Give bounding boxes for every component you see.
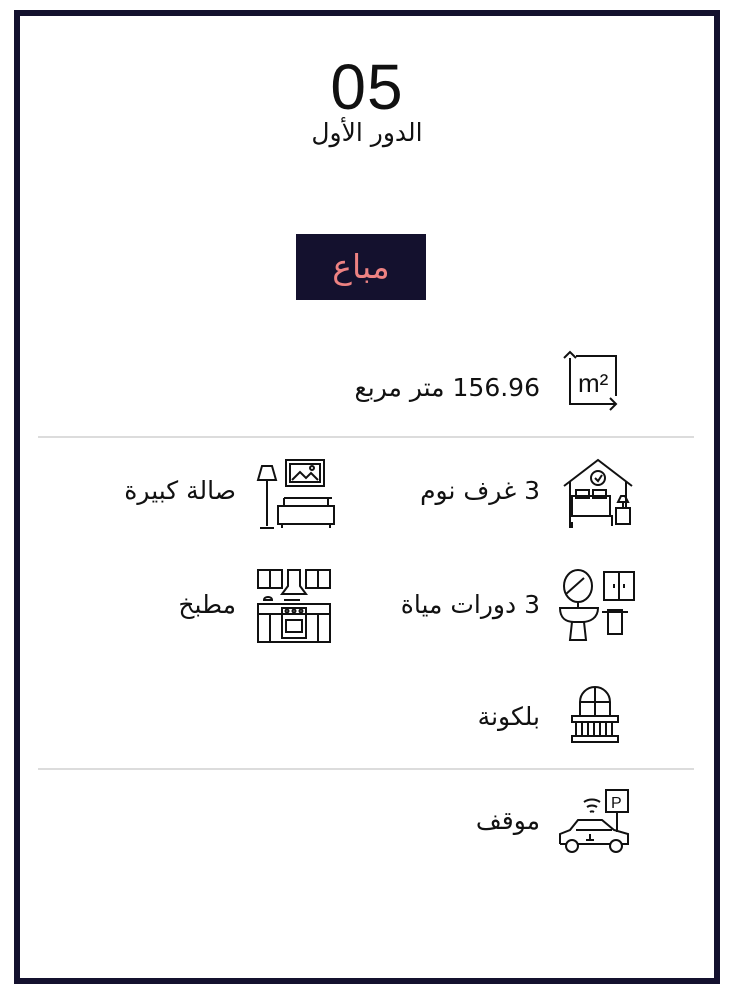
divider-top	[38, 436, 694, 438]
living-room-label: صالة كبيرة	[124, 476, 236, 505]
unit-number: 05	[330, 51, 404, 123]
parking-label: موقف	[475, 806, 540, 835]
area-m2-icon: m²	[558, 346, 628, 416]
living-room-icon	[256, 456, 336, 532]
balcony-icon	[570, 684, 620, 744]
area-unit-text: m²	[578, 368, 609, 398]
kitchen-label: مطبخ	[178, 590, 236, 619]
status-badge: مباع	[296, 234, 426, 300]
balcony-label: بلكونة	[477, 702, 540, 731]
parking-car-icon: P	[556, 788, 636, 856]
divider-bottom	[38, 768, 694, 770]
kitchen-icon	[256, 568, 332, 644]
bedrooms-label: 3 غرف نوم	[420, 476, 540, 505]
area-label: 156.96 متر مربع	[354, 373, 540, 402]
unit-card: 05 الدور الأول مباع m² 156.96 متر مربع	[14, 10, 720, 984]
bathroom-icon	[558, 568, 638, 644]
bedroom-icon	[560, 456, 636, 532]
parking-sign-text: P	[611, 795, 622, 812]
floor-label: الدور الأول	[311, 118, 423, 147]
bathrooms-label: 3 دورات مياة	[400, 590, 540, 619]
